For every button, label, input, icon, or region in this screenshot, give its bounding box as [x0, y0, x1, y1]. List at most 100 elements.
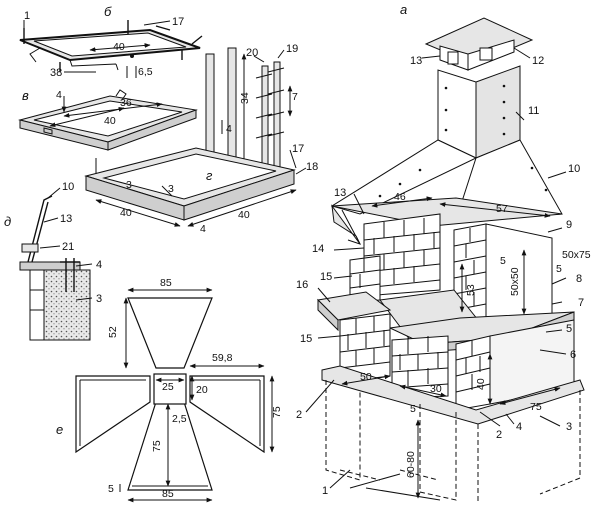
dim-a-57: 57 [496, 203, 508, 215]
detail-d-bolt [60, 258, 80, 292]
worktop-left-edge [317, 298, 339, 332]
tray-v-side [107, 109, 197, 151]
detail-d-plate [19, 261, 81, 271]
frame-g-40b-dim [187, 189, 297, 227]
callout-19: 19 [286, 43, 298, 55]
dim-a-30-line [399, 384, 447, 398]
dim-a-50x75: 50x75 [562, 249, 591, 261]
callout-13-top: 13 [410, 55, 422, 67]
frame-g-18-leader [295, 167, 307, 175]
dim-a-5a: 5 [500, 255, 506, 267]
firebox-left-joints [349, 258, 381, 289]
section-label-e: е [56, 422, 63, 437]
callout-4-d: 4 [96, 259, 102, 271]
callout-18: 18 [306, 161, 318, 173]
callout-38: 38 [50, 67, 62, 79]
callout-17-g: 17 [292, 143, 304, 155]
pattern-e-top-panel [127, 297, 213, 369]
dim-g-40a: 40 [120, 207, 132, 219]
callout-2-a: 2 [296, 409, 302, 421]
tray-v-handle [43, 127, 53, 135]
dim-a-30: 30 [430, 383, 442, 395]
dim-e-598: 59,8 [212, 352, 233, 364]
tray-v-group: в 4 36 40 [18, 88, 198, 151]
dim-e-85bot: 85 [162, 488, 174, 500]
base-slab [321, 365, 585, 425]
section-label-a: а [400, 2, 407, 17]
detail-d-group: д 10 13 21 4 3 [4, 181, 102, 341]
dim-posts-34: 34 [239, 92, 251, 104]
frame-b-group: б 1 17 40 6,5 38 [19, 4, 203, 79]
dim-b-width: 40 [113, 41, 125, 53]
dim-g-3a: 3 [126, 179, 132, 191]
pattern-e-left-panel [75, 375, 151, 454]
dim-a-75-line [499, 387, 561, 405]
pattern-e-group: е 85 52 59,8 25 20 75 2,5 75 5 85 [56, 277, 283, 503]
callout-1-a: 1 [322, 485, 328, 497]
firebox-back-joints [363, 218, 441, 289]
detail-d-brick-joints [30, 289, 44, 311]
dim-a-50: 50 [360, 371, 372, 383]
dim-g-40b: 40 [238, 209, 250, 221]
detail-d-21-leader [39, 245, 61, 249]
dim-e-5: 5 [108, 483, 114, 495]
frame-b-17-leader [143, 20, 171, 26]
pattern-e-hems [79, 379, 261, 487]
frame-g-40a-dim [95, 199, 181, 227]
callout-5: 5 [566, 323, 572, 335]
column-right-joints [455, 340, 491, 393]
callout-17-b: 17 [172, 16, 184, 28]
detail-d-brick [29, 269, 45, 341]
dim-a-6080: 60-80 [405, 451, 417, 478]
callout-15-a: 15 [320, 271, 332, 283]
callout-4-a: 4 [516, 421, 522, 433]
callout-13-d: 13 [60, 213, 72, 225]
dim-a-50-line [341, 374, 391, 386]
callout-7-posts: 7 [292, 91, 298, 103]
dim-a-5b: 5 [556, 263, 562, 275]
callout-14: 14 [312, 243, 324, 255]
callout-6: 6 [570, 349, 576, 361]
frame-b-rim [19, 28, 201, 62]
section-label-d: д [4, 214, 11, 229]
detail-d-3-leader [75, 297, 93, 301]
frame-b-width-dim [89, 43, 151, 52]
callout-12: 12 [532, 55, 544, 67]
frame-g-inner [102, 153, 277, 200]
chimney-vent-2 [479, 47, 493, 61]
column-left-joints [339, 316, 391, 369]
dim-a-50x50: 50x50 [509, 267, 521, 296]
rod-1 [261, 65, 269, 175]
detail-d-hinge [21, 243, 39, 253]
dim-e-52: 52 [107, 326, 119, 338]
pattern-e-bottom-panel [127, 401, 213, 491]
dim-e-75c: 75 [151, 440, 163, 452]
tray-v-40-dim [49, 106, 125, 128]
dim-a-57-line [439, 202, 551, 218]
dim-a-5c: 5 [410, 403, 416, 415]
dim-a-75: 75 [530, 401, 542, 413]
dim-a-46: 46 [394, 191, 406, 203]
dim-e-75r: 75 [271, 406, 283, 418]
dim-e-25b: 2,5 [172, 413, 187, 425]
callout-11: 11 [528, 105, 539, 117]
rod-hooks [255, 67, 285, 139]
callout-4-v: 4 [56, 89, 62, 101]
dim-v-40: 40 [104, 115, 116, 127]
frame-g-17-leader [289, 149, 297, 169]
detail-d-10-leader [47, 187, 61, 199]
callout-15-b: 15 [300, 333, 312, 345]
callout-9: 9 [566, 219, 572, 231]
detail-d-4-leader [75, 263, 93, 267]
callout-4-posts: 4 [226, 123, 232, 135]
callout-3-d: 3 [96, 293, 102, 305]
callout-2-b: 2 [496, 429, 502, 441]
frame-b-details [29, 47, 119, 71]
dim-a-53: 53 [465, 284, 477, 296]
callout-13-mid: 13 [334, 187, 346, 199]
posts-19-leader [277, 49, 285, 59]
assembly-leaders [305, 47, 567, 501]
dim-e-85top: 85 [160, 277, 172, 289]
callout-20: 20 [246, 47, 258, 59]
